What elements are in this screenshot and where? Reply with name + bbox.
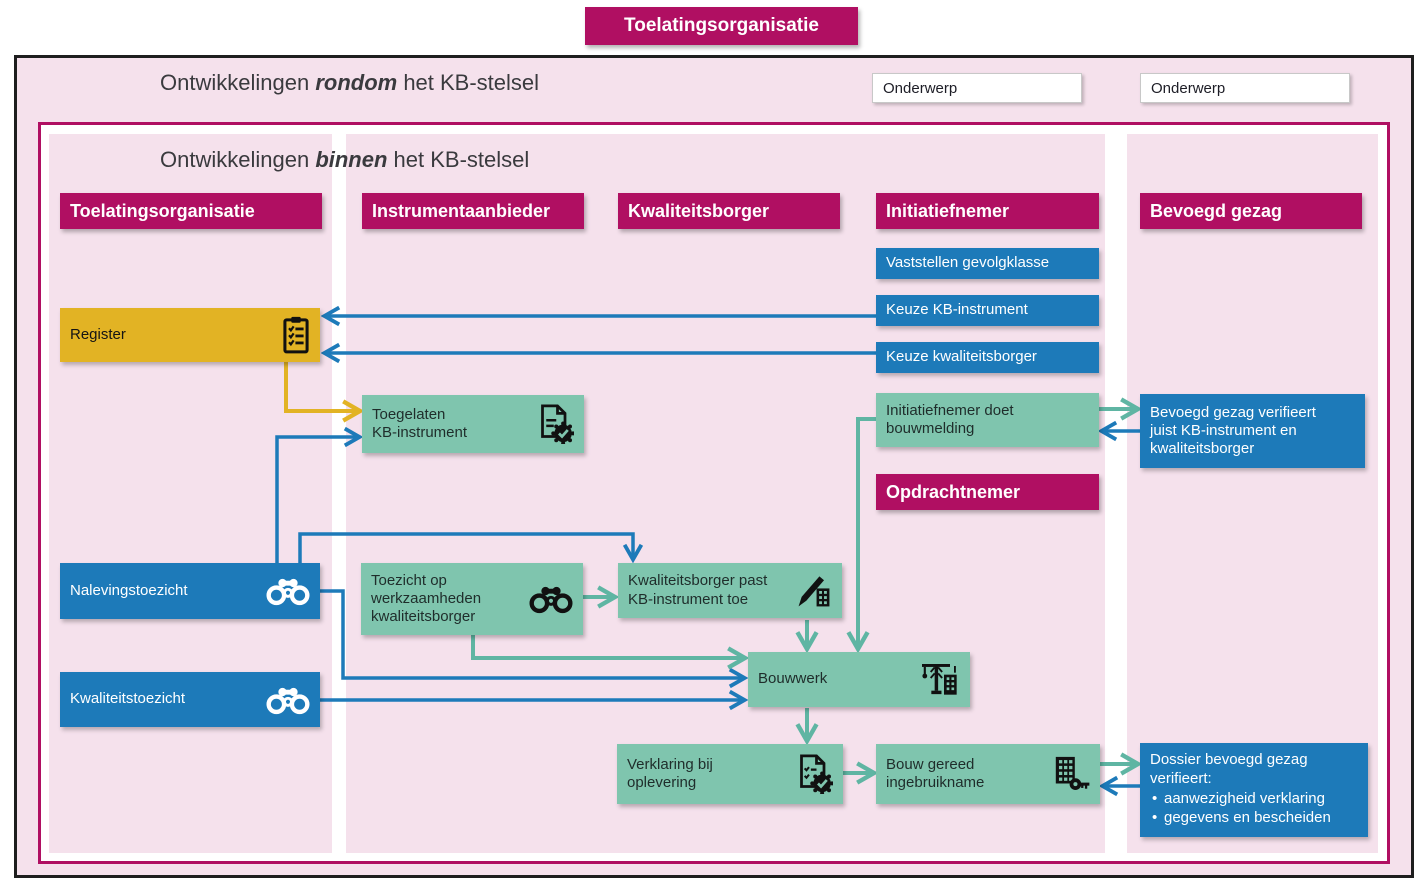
node-toezicht-werkzaamheden-label: Toezicht op werkzaamheden kwaliteitsborg… [371,571,482,626]
binoculars-icon [266,576,310,606]
node-toezicht-werkzaamheden: Toezicht op werkzaamheden kwaliteitsborg… [361,563,583,635]
header-initiatiefnemer: Initiatiefnemer [876,193,1099,229]
node-kwaliteitsborger-past-toe: Kwaliteitsborger past KB-instrument toe [618,563,842,618]
header-instrumentaanbieder: Instrumentaanbieder [362,193,584,229]
node-bevoegd-gezag-verifieert-label: Bevoegd gezag verifieert juist KB-instru… [1150,403,1316,458]
outer-title-suffix: het KB-stelsel [397,70,540,95]
node-bouwwerk: Bouwwerk [748,652,970,707]
document-check-seal-icon [795,754,833,794]
node-nalevingstoezicht: Nalevingstoezicht [60,563,320,619]
node-toegelaten-kb-instrument-label: Toegelaten KB-instrument [372,405,468,441]
building-key-icon [1052,755,1090,793]
node-dossier-verifieert: Dossier bevoegd gezag verifieert: aanwez… [1140,743,1368,837]
header-opdrachtnemer: Opdrachtnemer [876,474,1099,510]
node-keuze-kb-instrument-label: Keuze KB-instrument [886,301,1028,319]
node-dossier-bullet-2: gegevens en bescheiden [1150,808,1358,827]
top-banner-toelatingsorganisatie: Toelatingsorganisatie [585,7,858,45]
node-bevoegd-gezag-verifieert: Bevoegd gezag verifieert juist KB-instru… [1140,394,1365,468]
inner-title: Ontwikkelingen binnen het KB-stelsel [160,147,529,173]
node-kwaliteitstoezicht-label: Kwaliteitstoezicht [70,690,186,708]
node-toegelaten-kb-instrument: Toegelaten KB-instrument [362,395,584,453]
onderwerp-box-1: Onderwerp [872,73,1082,103]
header-bevoegd-gezag: Bevoegd gezag [1140,193,1362,229]
node-verklaring-oplevering: Verklaring bij oplevering [617,744,843,804]
node-initiatiefnemer-bouwmelding-label: Initiatiefnemer doet bouwmelding [886,401,1014,437]
node-kwaliteitstoezicht: Kwaliteitstoezicht [60,672,320,727]
node-bouw-gereed-label: Bouw gereed ingebruikname [886,755,985,791]
node-dossier-bullet-1: aanwezigheid verklaring [1150,789,1358,808]
node-verklaring-oplevering-label: Verklaring bij oplevering [627,755,713,791]
column-panel-toelatingsorganisatie [49,134,332,853]
inner-title-suffix: het KB-stelsel [387,147,530,172]
node-nalevingstoezicht-label: Nalevingstoezicht [70,581,188,599]
pen-building-icon [796,573,832,609]
crane-building-icon [920,660,960,700]
node-vaststellen-gevolgklasse: Vaststellen gevolgklasse [876,248,1099,279]
node-register-label: Register [70,325,126,343]
onderwerp-box-2: Onderwerp [1140,73,1350,103]
clipboard-checklist-icon [282,316,310,354]
node-register: Register [60,308,320,362]
node-keuze-kwaliteitsborger-label: Keuze kwaliteitsborger [886,348,1037,366]
node-initiatiefnemer-bouwmelding: Initiatiefnemer doet bouwmelding [876,393,1099,447]
node-keuze-kb-instrument: Keuze KB-instrument [876,295,1099,326]
outer-title: Ontwikkelingen rondom het KB-stelsel [160,70,539,96]
node-vaststellen-gevolgklasse-label: Vaststellen gevolgklasse [886,254,1050,272]
inner-title-emphasis: binnen [315,147,388,172]
outer-title-prefix: Ontwikkelingen [160,70,316,95]
node-keuze-kwaliteitsborger: Keuze kwaliteitsborger [876,342,1099,373]
inner-title-prefix: Ontwikkelingen [160,147,316,172]
node-bouw-gereed: Bouw gereed ingebruikname [876,744,1100,804]
binoculars-icon [266,685,310,715]
node-bouwwerk-label: Bouwwerk [758,670,828,688]
header-toelatingsorganisatie: Toelatingsorganisatie [60,193,322,229]
node-dossier-title: Dossier bevoegd gezag verifieert: [1150,751,1308,788]
node-kwaliteitsborger-past-toe-label: Kwaliteitsborger past KB-instrument toe [628,572,768,608]
outer-title-emphasis: rondom [315,70,398,95]
header-kwaliteitsborger: Kwaliteitsborger [618,193,840,229]
document-seal-icon [536,404,574,444]
binoculars-icon [529,584,573,614]
column-panel-bevoegd-gezag [1127,134,1378,853]
